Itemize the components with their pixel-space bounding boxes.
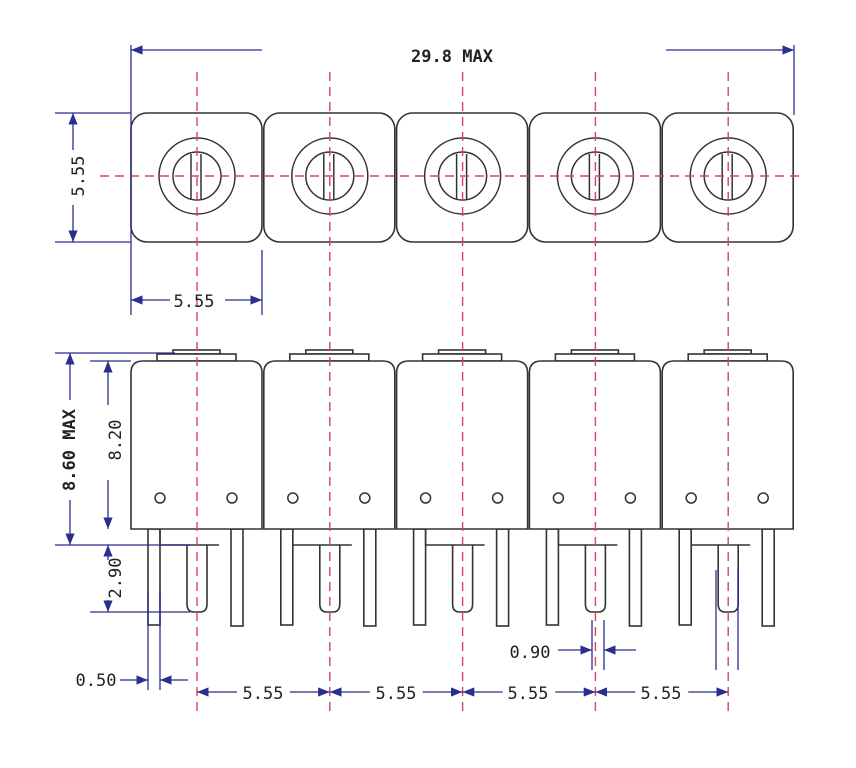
mount-hole [624,492,637,504]
base-edge [557,529,618,546]
module [661,112,795,627]
top-height-label: 5.55 [69,156,89,197]
mount-hole [226,492,238,504]
side-pin [495,528,510,627]
top-width-label: 5.55 [174,292,215,312]
side-pin [147,528,161,626]
mount-hole [287,492,299,504]
mount-hole [757,492,769,504]
side-pin [279,528,294,626]
base-edge [159,529,219,546]
mount-hole [552,492,565,504]
side-pin [678,528,693,626]
side-pin [362,528,377,627]
side-view-body [130,360,263,530]
overall-width-label: 29.8 MAX [411,47,494,67]
side-view-body [263,360,396,530]
base-edge [690,529,751,546]
module [395,112,529,627]
module [528,112,662,627]
overall-height-label: 8.60 MAX [60,408,80,491]
center-pin-width-label: 0.90 [510,643,551,663]
pitch-label: 5.55 [243,684,284,704]
dimension-lines [55,45,795,697]
module [262,112,396,627]
base-edge [292,529,352,546]
mount-hole [359,492,371,504]
pin-thickness-label: 0.50 [76,671,117,691]
mount-hole [154,492,166,504]
modules [130,112,795,627]
side-pin [230,528,244,627]
centerlines [100,72,800,712]
pitch-label: 5.55 [641,684,682,704]
pin-length-label: 2.90 [106,558,126,599]
mount-hole [491,492,504,504]
side-view-body [661,360,794,530]
mount-hole [419,492,432,504]
side-pin [761,528,776,627]
side-view-body [395,360,529,530]
mount-hole [685,492,697,504]
side-pin [412,528,427,626]
pitch-label: 5.55 [376,684,417,704]
module [130,112,263,627]
side-pin [628,528,643,627]
body-height-label: 8.20 [106,420,126,461]
side-view-body [528,360,662,530]
pitch-label: 5.55 [508,684,549,704]
side-pin [545,528,560,626]
base-edge [424,529,485,546]
